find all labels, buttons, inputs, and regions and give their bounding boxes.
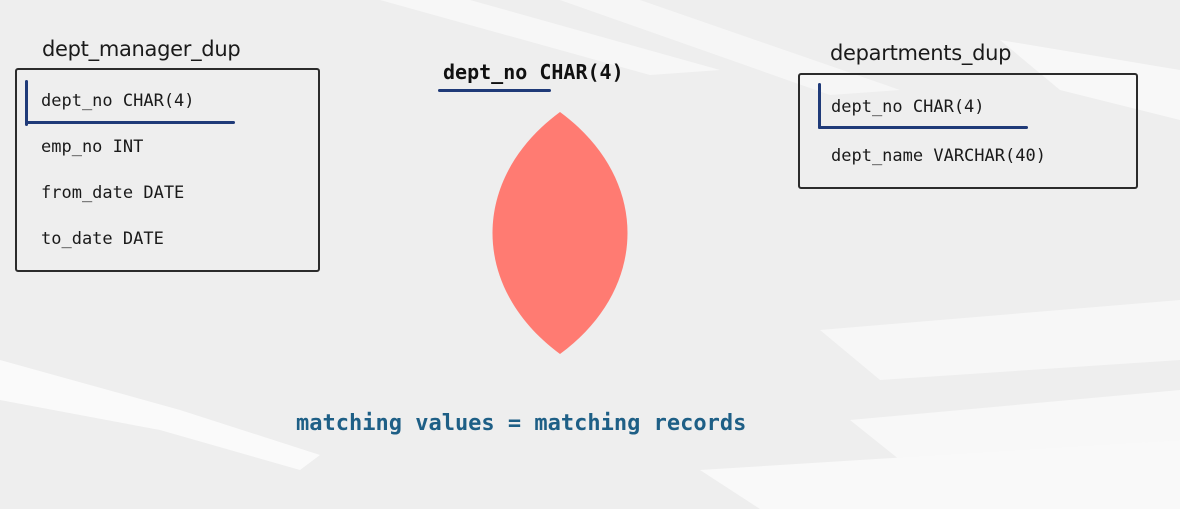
right-table-title: departments_dup	[830, 41, 1012, 65]
right-field-dept-name: dept_name VARCHAR(40)	[831, 146, 1046, 166]
left-field-to-date: to_date DATE	[41, 229, 164, 249]
venn-intersection	[492, 112, 628, 354]
left-table: dept_no CHAR(4) emp_no INT from_date DAT…	[15, 68, 320, 272]
right-table: dept_no CHAR(4) dept_name VARCHAR(40)	[798, 73, 1138, 189]
left-key-marker	[25, 80, 28, 126]
left-table-title: dept_manager_dup	[42, 37, 241, 61]
left-field-dept-no: dept_no CHAR(4)	[41, 91, 195, 111]
right-key-marker	[818, 83, 821, 129]
intersection-shape	[492, 112, 628, 354]
caption-text: matching values = matching records	[296, 411, 747, 436]
join-key-underline	[438, 89, 551, 92]
left-field-emp-no: emp_no INT	[41, 137, 144, 157]
join-key-label: dept_no CHAR(4)	[443, 60, 624, 84]
left-key-underline	[25, 121, 235, 124]
join-key-type: CHAR(4)	[527, 60, 624, 84]
right-field-dept-no: dept_no CHAR(4)	[831, 97, 985, 117]
right-key-underline	[818, 126, 1028, 129]
left-field-from-date: from_date DATE	[41, 183, 185, 203]
join-key-name: dept_no	[443, 60, 528, 84]
